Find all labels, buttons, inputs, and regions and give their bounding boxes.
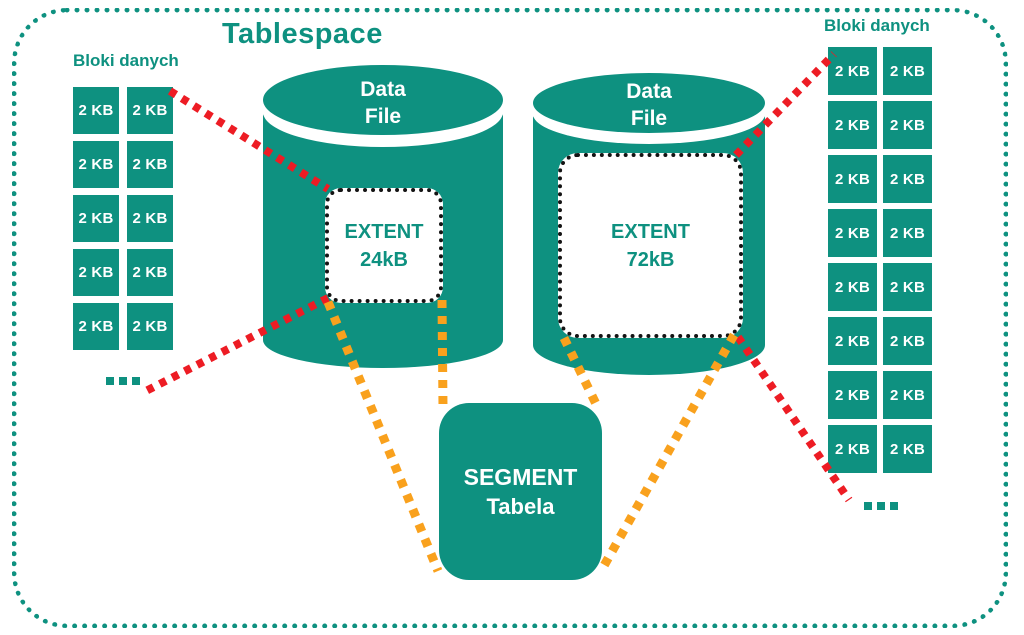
datafile-label-line2: File <box>630 107 668 130</box>
left-blocks-label: Bloki danych <box>73 51 179 70</box>
datafile-label: Data File <box>263 76 503 130</box>
data-block: 2 KB <box>73 87 119 134</box>
extent-label: EXTENT <box>344 220 424 243</box>
data-block: 2 KB <box>828 263 877 311</box>
segment-subtitle: Tabela <box>486 493 555 519</box>
data-block: 2 KB <box>828 425 877 473</box>
data-block: 2 KB <box>828 101 877 149</box>
extent-size: 24kB <box>360 248 408 271</box>
data-block: 2 KB <box>828 155 877 203</box>
data-block: 2 KB <box>73 249 119 296</box>
data-block: 2 KB <box>883 371 932 419</box>
extent-label: EXTENT <box>611 220 690 243</box>
data-block: 2 KB <box>127 195 173 242</box>
segment-title: SEGMENT <box>463 463 578 490</box>
data-block: 2 KB <box>883 47 932 95</box>
extent-24kb-box: EXTENT 24kB <box>325 188 443 303</box>
right-ellipsis-dots <box>864 502 898 510</box>
data-block: 2 KB <box>828 317 877 365</box>
datafile-label-line1: Data <box>626 80 672 103</box>
data-block: 2 KB <box>828 209 877 257</box>
cylinder-top-ellipse <box>533 73 765 133</box>
data-block: 2 KB <box>73 303 119 350</box>
left-ellipsis-dots <box>106 377 140 385</box>
extent-72kb-box: EXTENT 72kB <box>558 153 743 338</box>
diagram-title: Tablespace <box>222 18 383 50</box>
data-block: 2 KB <box>883 101 932 149</box>
datafile-cylinder-left: Data File EXTENT 24kB <box>263 65 503 368</box>
data-block: 2 KB <box>73 195 119 242</box>
right-blocks-label: Bloki danych <box>824 16 930 35</box>
data-block: 2 KB <box>828 371 877 419</box>
data-block: 2 KB <box>828 47 877 95</box>
datafile-label: Data File <box>533 78 765 132</box>
datafile-label-line2: File <box>364 105 402 128</box>
data-block: 2 KB <box>883 317 932 365</box>
data-block: 2 KB <box>883 263 932 311</box>
data-block: 2 KB <box>883 425 932 473</box>
data-block: 2 KB <box>883 155 932 203</box>
data-block: 2 KB <box>127 249 173 296</box>
segment-box: SEGMENT Tabela <box>439 403 602 580</box>
data-block: 2 KB <box>73 141 119 188</box>
tablespace-dotted-border <box>12 8 1008 628</box>
data-block: 2 KB <box>127 87 173 134</box>
data-block: 2 KB <box>127 303 173 350</box>
data-block: 2 KB <box>127 141 173 188</box>
datafile-label-line1: Data <box>360 78 406 101</box>
data-block: 2 KB <box>883 209 932 257</box>
datafile-cylinder-right: Data File EXTENT 72kB <box>533 73 765 375</box>
extent-size: 72kB <box>626 248 675 271</box>
